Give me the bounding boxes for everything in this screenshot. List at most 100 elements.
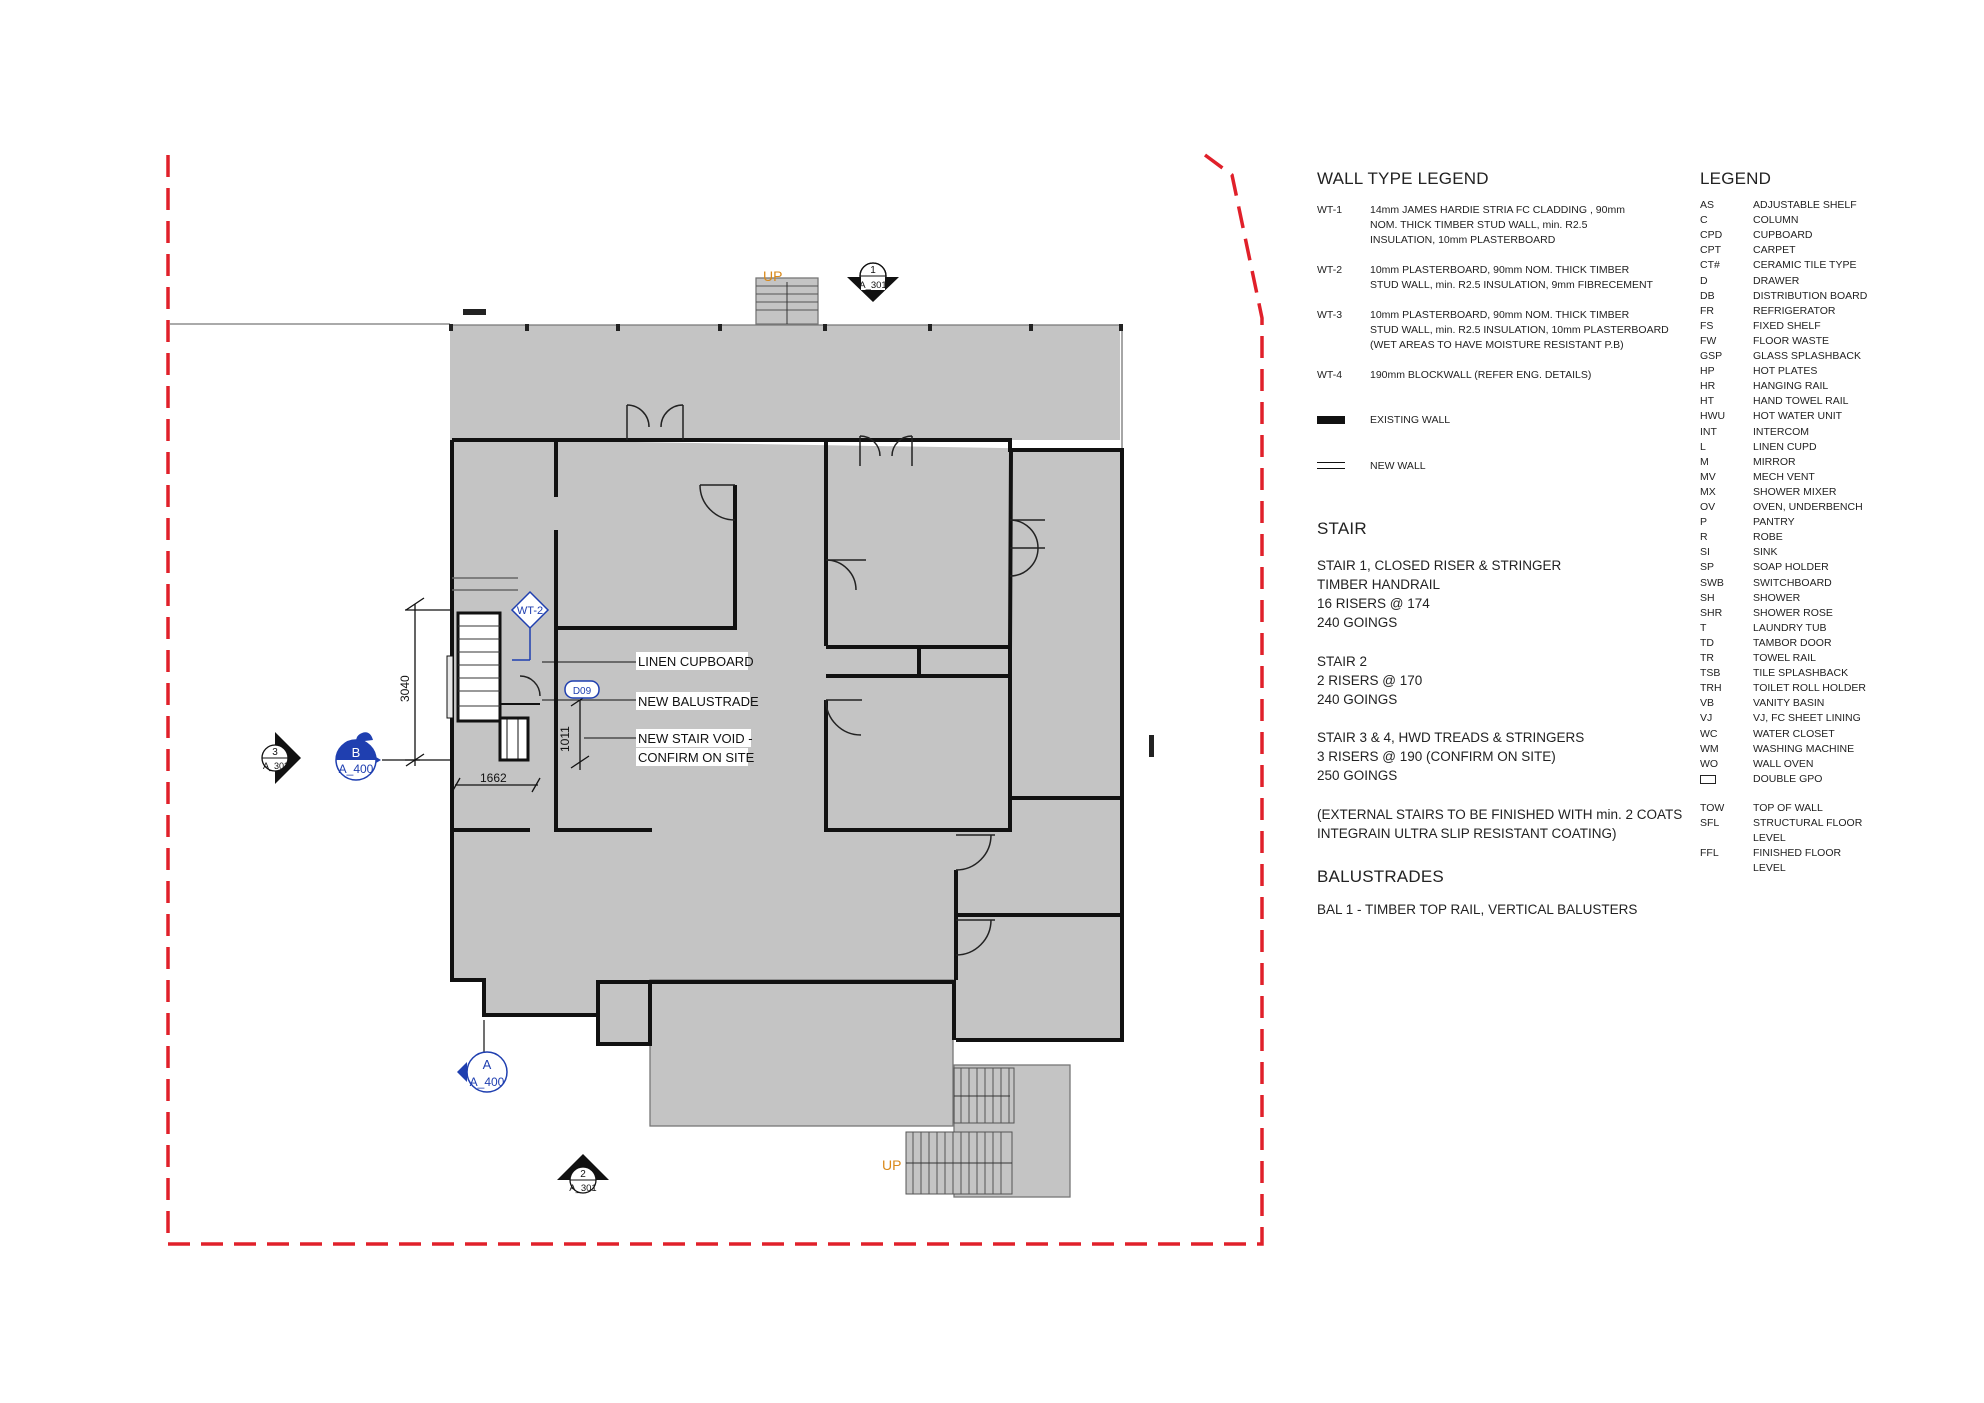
- internal-stair: [446, 611, 540, 762]
- legend-item-code: L: [1700, 440, 1706, 453]
- legend-item-desc: WALL OVEN: [1753, 757, 1814, 770]
- legend-item-code: DB: [1700, 289, 1715, 302]
- door-swings: [519, 404, 1045, 956]
- stair-line: 250 GOINGS: [1317, 768, 1398, 783]
- legend-item-desc: WASHING MACHINE: [1753, 742, 1855, 755]
- legend-item-desc: MECH VENT: [1753, 470, 1815, 483]
- stair-line: 240 GOINGS: [1317, 692, 1398, 707]
- abbreviation-legend: LEGEND: [1700, 169, 1920, 189]
- legend-item-desc: STRUCTURAL FLOOR LEVEL: [1753, 817, 1863, 844]
- stair-line: STAIR 2: [1317, 654, 1368, 669]
- wall-type-legend: WALL TYPE LEGEND: [1317, 169, 1697, 189]
- new-balustrade-label: NEW BALUSTRADE: [638, 694, 759, 709]
- section-marker-3[interactable]: 3 A_302: [261, 732, 301, 784]
- legend-item-desc: COLUMN: [1753, 214, 1799, 227]
- legend-item-desc: TOILET ROLL HOLDER: [1753, 682, 1867, 695]
- legend-item-code: TRH: [1700, 682, 1722, 695]
- legend-item-desc: WATER CLOSET: [1753, 727, 1835, 740]
- legend-item-desc: LAUNDRY TUB: [1753, 621, 1827, 634]
- legend-item-code: D: [1700, 274, 1708, 287]
- legend-item-desc: SHOWER MIXER: [1753, 485, 1837, 498]
- legend-item-code: FW: [1700, 334, 1717, 347]
- stair-line: TIMBER HANDRAIL: [1317, 577, 1441, 592]
- wall-type-desc: 14mm JAMES HARDIE STRIA FC CLADDING , 90…: [1370, 203, 1670, 248]
- legend-item-code: FR: [1700, 304, 1714, 317]
- legend-item-code: SP: [1700, 561, 1715, 574]
- wall-type-line: INSULATION, 10mm PLASTERBOARD: [1370, 234, 1556, 246]
- legend-item-code: CPT: [1700, 244, 1721, 257]
- wall-type-line: 10mm PLASTERBOARD, 90mm NOM. THICK TIMBE…: [1370, 264, 1630, 276]
- elevation-marker-a[interactable]: A A_400: [457, 1020, 508, 1093]
- legend-item-code: P: [1700, 516, 1708, 529]
- legend-item-desc: TAMBOR DOOR: [1753, 636, 1832, 649]
- legend-item-desc: LINEN CUPD: [1753, 440, 1817, 453]
- legend-item-desc: TILE SPLASHBACK: [1753, 667, 1849, 680]
- legend-item-code: FS: [1700, 319, 1714, 332]
- legend-item-code: SH: [1700, 591, 1715, 604]
- legend-item-desc: OVEN, UNDERBENCH: [1753, 501, 1863, 513]
- legend-item-desc: ADJUSTABLE SHELF: [1753, 199, 1857, 211]
- wall-type-line: 190mm BLOCKWALL (REFER ENG. DETAILS): [1370, 369, 1592, 381]
- wall-tag-text: WT-2: [517, 605, 543, 617]
- external-stairs: [756, 282, 1015, 1195]
- legend-item-code: INT: [1700, 425, 1717, 438]
- legend-item-code: FFL: [1700, 847, 1719, 860]
- legend-item-code: T: [1700, 621, 1707, 634]
- wall-type-line: STUD WALL, min. R2.5 INSULATION, 9mm FIB…: [1370, 279, 1653, 291]
- legend-item-desc: PANTRY: [1753, 516, 1795, 529]
- legend-item-code: HP: [1700, 365, 1715, 378]
- legend-item-desc: REFRIGERATOR: [1753, 304, 1836, 317]
- legend-item-desc: VJ, FC SHEET LINING: [1753, 712, 1861, 725]
- balustrades-section: BALUSTRADES: [1317, 867, 1697, 887]
- legend-item-code: TOW: [1700, 801, 1725, 814]
- stair-line: 3 RISERS @ 190 (CONFIRM ON SITE): [1317, 749, 1556, 764]
- legend-item-code: HT: [1700, 395, 1714, 408]
- stair-block: (EXTERNAL STAIRS TO BE FINISHED WITH min…: [1317, 805, 1682, 843]
- stair-block: STAIR 1, CLOSED RISER & STRINGER TIMBER …: [1317, 556, 1561, 632]
- legend-item-desc: SHOWER: [1753, 591, 1801, 604]
- section-marker-2[interactable]: 2 A_301: [557, 1154, 609, 1194]
- legend-item-desc: FLOOR WASTE: [1753, 334, 1830, 347]
- wall-type-line: STUD WALL, min. R2.5 INSULATION, 10mm PL…: [1370, 324, 1669, 336]
- wall-type-code: WT-4: [1317, 369, 1343, 381]
- elevation-marker-b-letter: B: [352, 745, 361, 760]
- elevation-marker-b[interactable]: B A_400: [335, 732, 420, 781]
- legend-item-code: MX: [1700, 485, 1716, 498]
- linen-cupboard-label: LINEN CUPBOARD: [638, 654, 754, 669]
- balustrades-title: BALUSTRADES: [1317, 867, 1444, 886]
- legend-item-desc: FINISHED FLOOR LEVEL: [1753, 847, 1842, 875]
- legend-item-desc: HOT WATER UNIT: [1753, 410, 1843, 423]
- leaders: [542, 661, 636, 739]
- legend-item-code: WC: [1700, 727, 1718, 740]
- legend-item-code: SFL: [1700, 817, 1720, 829]
- new-wall-symbol: [1317, 462, 1345, 469]
- legend-item-desc: HANGING RAIL: [1753, 380, 1829, 393]
- annotation-backgrounds: [636, 652, 751, 766]
- wall-type-line: (WET AREAS TO HAVE MOISTURE RESISTANT P.…: [1370, 339, 1624, 351]
- stair-block: STAIR 2 2 RISERS @ 170 240 GOINGS: [1317, 652, 1422, 709]
- dim-1011: 1011: [558, 726, 572, 752]
- double-gpo-icon: [1700, 774, 1716, 784]
- wall-tag-marker: [510, 590, 600, 699]
- legend-item-code: VJ: [1700, 712, 1713, 725]
- legend-item-desc: CUPBOARD: [1753, 229, 1813, 242]
- legend-item-code: SHR: [1700, 606, 1723, 619]
- wall-type-legend-title: WALL TYPE LEGEND: [1317, 169, 1489, 188]
- stair-line: STAIR 1, CLOSED RISER & STRINGER: [1317, 558, 1562, 573]
- elevation-marker-a-sheet: A_400: [470, 1075, 505, 1089]
- wall-type-code: WT-3: [1317, 309, 1343, 321]
- legend-item-code: HWU: [1700, 410, 1726, 423]
- walls: [450, 438, 1124, 1046]
- balustrades-line: BAL 1 - TIMBER TOP RAIL, VERTICAL BALUST…: [1317, 902, 1638, 917]
- site-boundary: [166, 153, 1264, 1246]
- new-wall-label: NEW WALL: [1370, 460, 1426, 472]
- stair-line: 240 GOINGS: [1317, 615, 1398, 630]
- section-marker-1[interactable]: 1 A_301: [847, 262, 899, 302]
- legend-item-code: GSP: [1700, 350, 1723, 362]
- legend-item-desc: SHOWER ROSE: [1753, 606, 1833, 619]
- stair-line: 2 RISERS @ 170: [1317, 673, 1423, 688]
- new-stair-void-label: NEW STAIR VOID -: [638, 731, 753, 746]
- up-label-top: UP: [763, 268, 782, 284]
- floor-fill: [450, 278, 1122, 1197]
